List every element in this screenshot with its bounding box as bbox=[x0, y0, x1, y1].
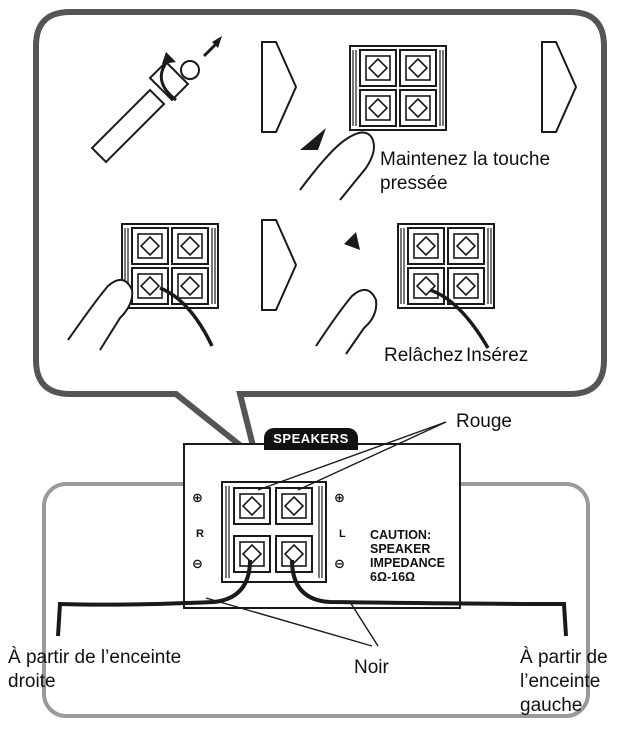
black-leader-line bbox=[205, 597, 373, 647]
finger-release bbox=[315, 232, 378, 355]
finger-press bbox=[299, 128, 375, 201]
plus-right-symbol: ⊕ bbox=[192, 490, 203, 505]
minus-right-symbol: ⊖ bbox=[192, 556, 203, 571]
plus-left-symbol: ⊕ bbox=[334, 490, 345, 505]
terminal-block-press bbox=[350, 46, 446, 130]
caution-line: IMPEDANCE bbox=[370, 556, 446, 570]
maintain-pressed-label: Maintenez la touche pressée bbox=[380, 149, 551, 194]
wire-insert bbox=[159, 286, 214, 347]
black-leader-line bbox=[349, 601, 379, 647]
main-terminal-block bbox=[221, 481, 327, 583]
terminal-block-release bbox=[398, 224, 494, 308]
from-left-speaker-label: À partir de l’enceinte gauche bbox=[520, 647, 608, 716]
caution-line: SPEAKER bbox=[370, 542, 431, 556]
red-leader-line bbox=[297, 421, 447, 491]
callout-bubble bbox=[33, 9, 607, 466]
right-channel-label: R bbox=[196, 528, 204, 540]
wire-right-speaker bbox=[56, 559, 252, 637]
wire-release bbox=[429, 288, 490, 349]
cable-end-illustration bbox=[90, 36, 222, 164]
insert-label: Insérez bbox=[466, 345, 529, 366]
finger-insert bbox=[67, 279, 134, 351]
red-leader-line bbox=[257, 421, 447, 491]
left-channel-label: L bbox=[339, 528, 346, 540]
minus-left-symbol: ⊖ bbox=[334, 556, 345, 571]
speakers-label: SPEAKERS bbox=[264, 428, 358, 450]
red-label: Rouge bbox=[456, 411, 512, 432]
release-label: Relâchez bbox=[384, 345, 464, 366]
caution-text: CAUTION: SPEAKER IMPEDANCE 6Ω-16Ω bbox=[370, 528, 462, 584]
caution-line: 6Ω-16Ω bbox=[370, 570, 416, 584]
black-label: Noir bbox=[354, 657, 389, 678]
terminal-block-insert bbox=[122, 224, 218, 308]
from-right-speaker-label: À partir de l’enceinte droite bbox=[8, 647, 182, 692]
wire-left-speaker bbox=[290, 559, 568, 637]
caution-line: CAUTION: bbox=[370, 528, 432, 542]
